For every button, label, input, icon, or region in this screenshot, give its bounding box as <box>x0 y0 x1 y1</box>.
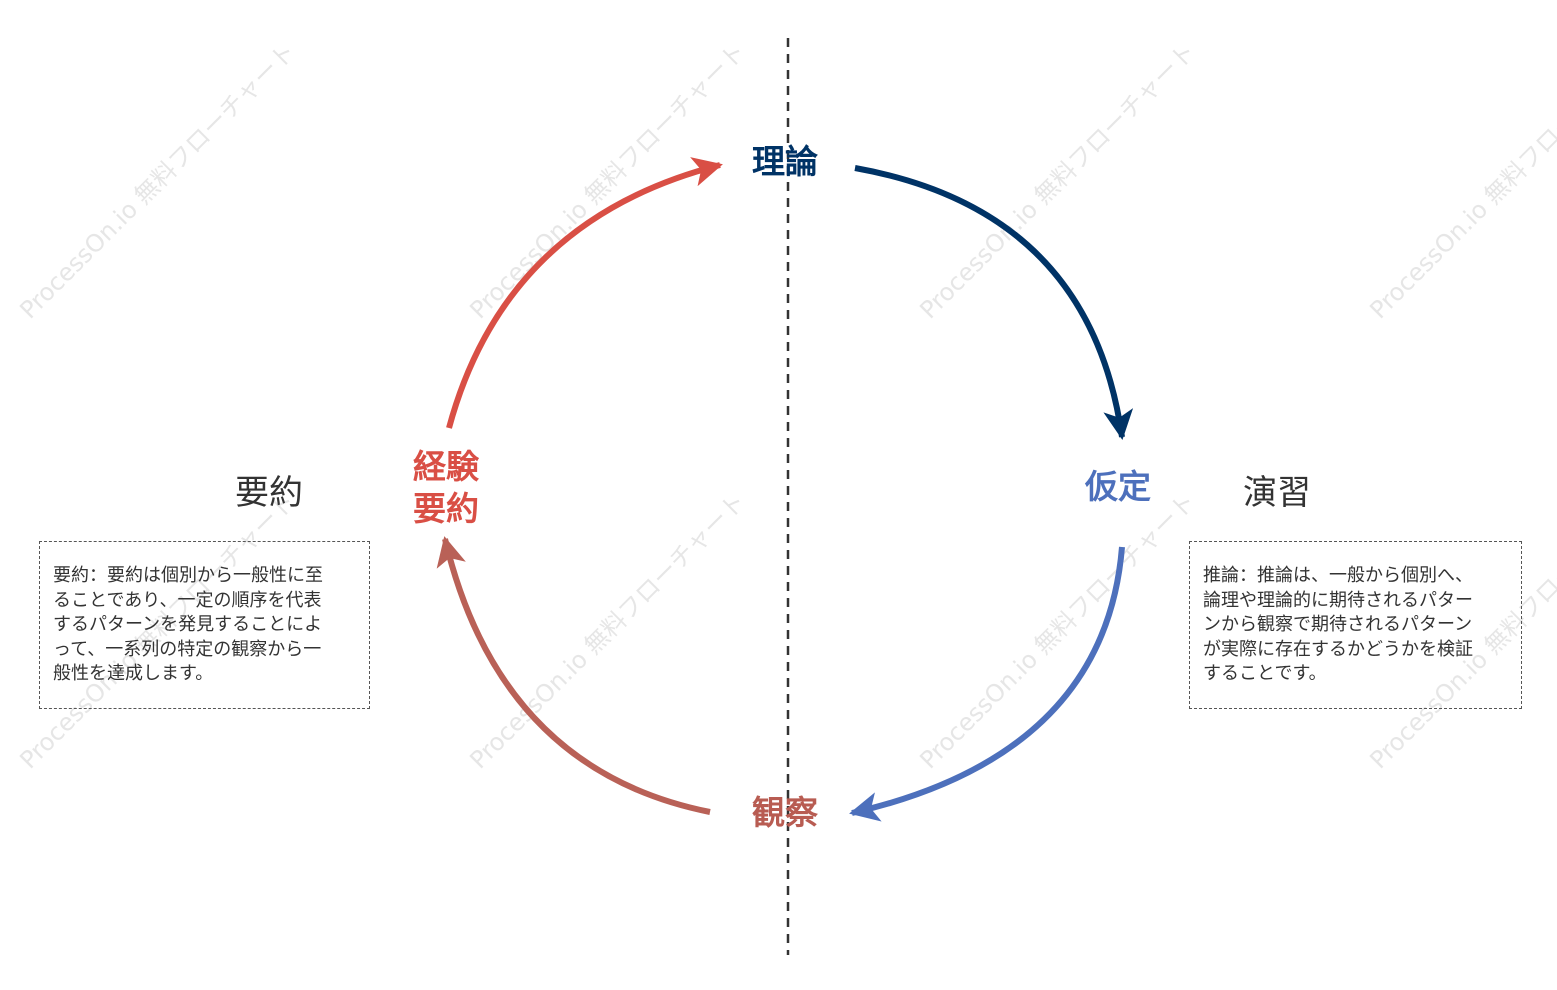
left-panel-title: 要約 <box>235 473 303 513</box>
watermark-text: ProcessOn.io 無料フローチャート <box>914 487 1201 774</box>
left-note-box: 要約：要約は個別から一般性に至 ることであり、一定の順序を代表 するパターンを発… <box>39 541 370 709</box>
watermark-text: ProcessOn.io 無料フローチャート <box>464 487 751 774</box>
node-experience-line-2: 要約 <box>413 489 479 528</box>
right-note-line-4: が実際に存在するかどうかを検証 <box>1203 638 1473 660</box>
left-note-line-5: 般性を達成します。 <box>53 663 214 684</box>
node-experience-line-1: 経験 <box>413 447 479 486</box>
right-note-line-1: 推論：推論は、一般から個別へ、 <box>1203 565 1473 586</box>
arrow-observation-to-experience <box>436 536 711 815</box>
arrow-hypothesis-to-observation <box>849 546 1125 822</box>
right-note-box: 推論：推論は、一般から個別へ、 論理や理論的に期待されるパター ンから観察で期待… <box>1189 541 1522 709</box>
left-note-line-2: ることであり、一定の順序を代表 <box>53 589 322 611</box>
right-note-line-3: ンから観察で期待されるパターン <box>1203 614 1473 635</box>
right-note-line-2: 論理や理論的に期待されるパター <box>1203 589 1473 611</box>
left-note-line-1: 要約：要約は個別から一般性に至 <box>53 565 323 586</box>
node-experience: 経験 要約 <box>413 446 479 530</box>
arrow-theory-to-hypothesis <box>854 165 1134 440</box>
arrow-experience-to-theory <box>446 157 723 429</box>
watermark-text: ProcessOn.io 無料フローチャート <box>14 37 301 324</box>
right-panel-title: 演習 <box>1243 473 1311 513</box>
left-note-line-3: するパターンを発見することによ <box>53 614 323 635</box>
watermark-text: ProcessOn.io 無料フローチャート <box>464 37 751 324</box>
watermark-text: ProcessOn.io 無料フローチャート <box>1364 37 1557 324</box>
node-theory: 理論 <box>752 142 818 181</box>
node-observation: 観察 <box>752 793 818 832</box>
left-note-line-4: って、一系列の特定の観察から一 <box>53 638 322 660</box>
right-note-line-5: することです。 <box>1203 663 1327 684</box>
node-hypothesis: 仮定 <box>1085 467 1151 506</box>
